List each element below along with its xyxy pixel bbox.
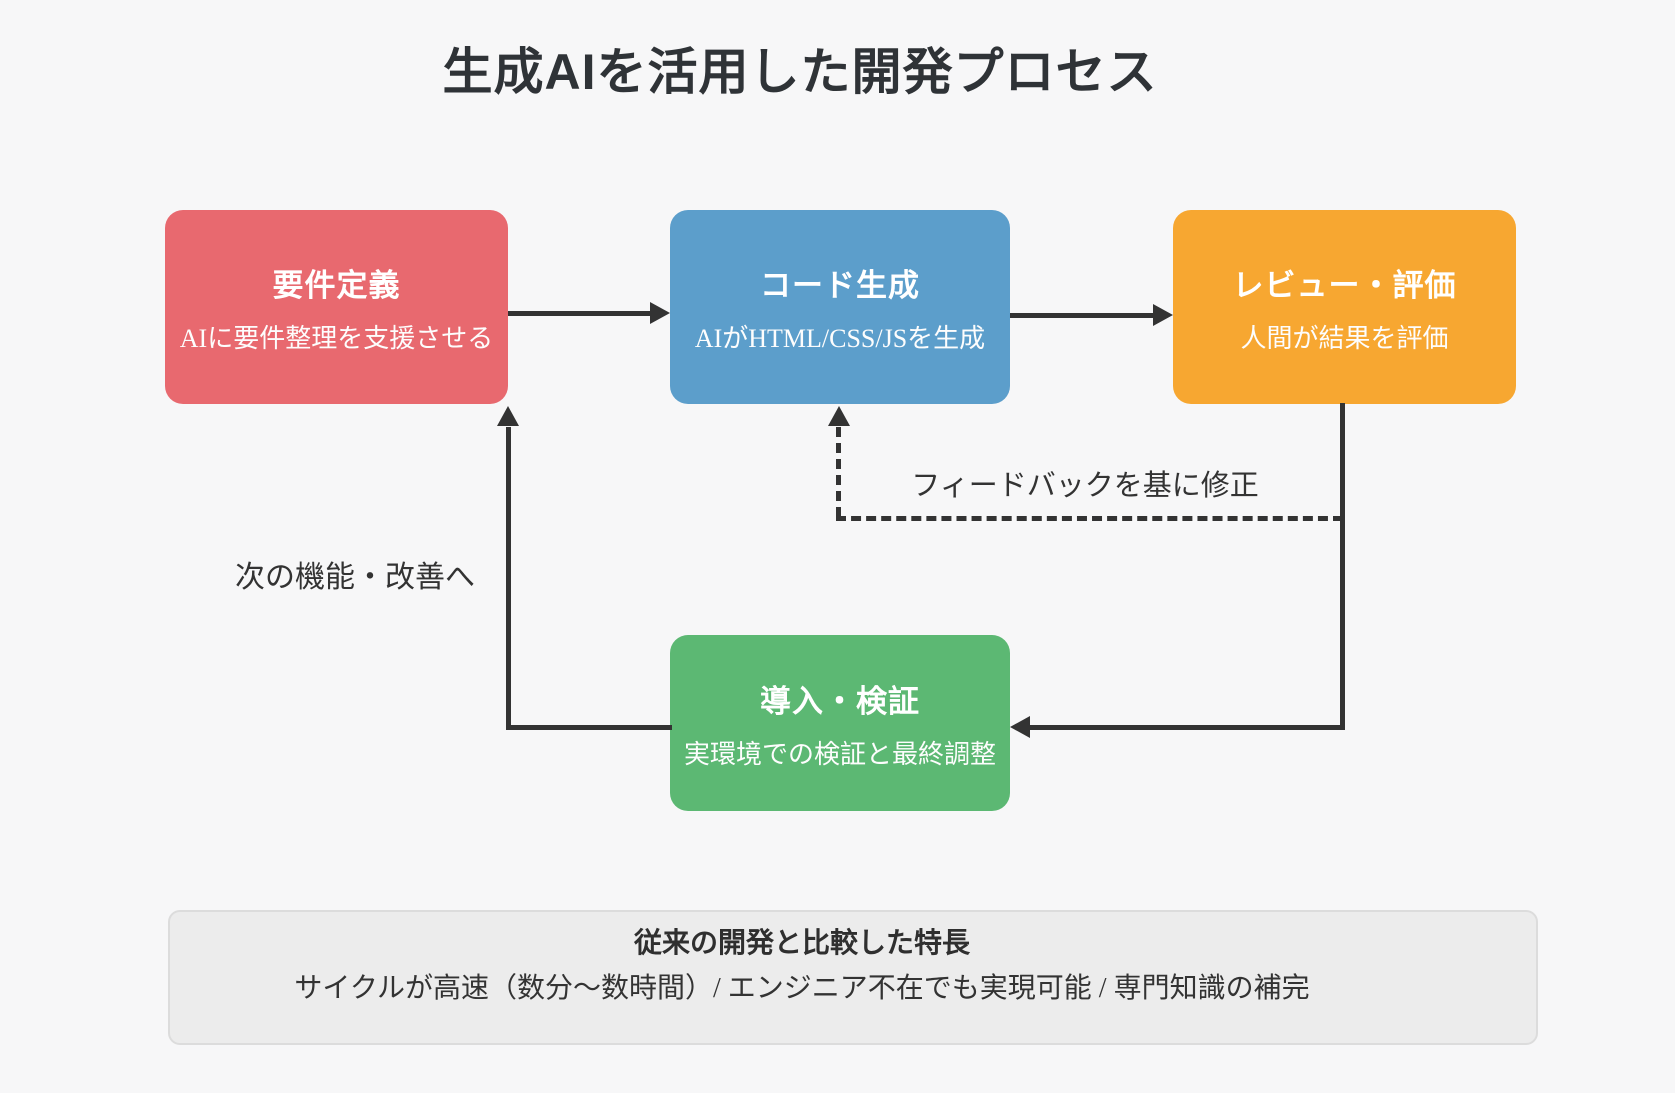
node-requirements-title: 要件定義	[272, 267, 401, 303]
edge-loop-arrowhead-icon	[497, 406, 519, 426]
node-deploy-subtitle: 実環境での検証と最終調整	[683, 739, 996, 769]
node-deploy: 導入・検証 実環境での検証と最終調整	[670, 635, 1010, 811]
edge-review-to-deploy-horizontal-line	[1030, 725, 1343, 730]
edge-codegen-to-review-line	[1010, 313, 1156, 318]
node-review-title: レビュー・評価	[1232, 267, 1457, 303]
page-title: 生成AIを活用した開発プロセス	[442, 44, 1158, 100]
feature-box: 従来の開発と比較した特長 サイクルが高速（数分～数時間）/ エンジニア不在でも実…	[168, 910, 1538, 1045]
node-review: レビュー・評価 人間が結果を評価	[1173, 210, 1516, 404]
edge-codegen-to-review-arrowhead-icon	[1153, 304, 1173, 326]
feature-box-title: 従来の開発と比較した特長	[633, 927, 970, 958]
edge-feedback-arrowhead-icon	[828, 406, 850, 426]
node-codegen-title: コード生成	[760, 267, 920, 303]
edge-requirements-to-codegen-line	[508, 311, 654, 316]
edge-feedback-dashed-horizontal-line	[836, 516, 1343, 521]
edge-review-to-deploy-vertical-line	[1340, 403, 1345, 730]
edge-loop-horizontal-line	[506, 725, 672, 730]
edge-loop-vertical-line	[506, 427, 511, 730]
node-review-subtitle: 人間が結果を評価	[1240, 323, 1449, 353]
feature-box-content: 従来の開発と比較した特長 サイクルが高速（数分～数時間）/ エンジニア不在でも実…	[170, 912, 1434, 1007]
edge-review-to-deploy-arrowhead-icon	[1010, 716, 1030, 738]
node-requirements-subtitle: AIに要件整理を支援させる	[179, 323, 494, 353]
node-codegen-subtitle: AIがHTML/CSS/JSを生成	[694, 323, 986, 353]
feature-box-description: サイクルが高速（数分～数時間）/ エンジニア不在でも実現可能 / 専門知識の補完	[294, 973, 1310, 1004]
feedback-edge-label: フィードバックを基に修正	[911, 470, 1259, 502]
edge-requirements-to-codegen-arrowhead-icon	[650, 302, 670, 324]
edge-feedback-dashed-vertical-line	[836, 427, 841, 517]
node-deploy-title: 導入・検証	[760, 683, 920, 719]
node-codegen: コード生成 AIがHTML/CSS/JSを生成	[670, 210, 1010, 404]
loop-edge-label: 次の機能・改善へ	[235, 561, 475, 594]
node-requirements: 要件定義 AIに要件整理を支援させる	[165, 210, 508, 404]
